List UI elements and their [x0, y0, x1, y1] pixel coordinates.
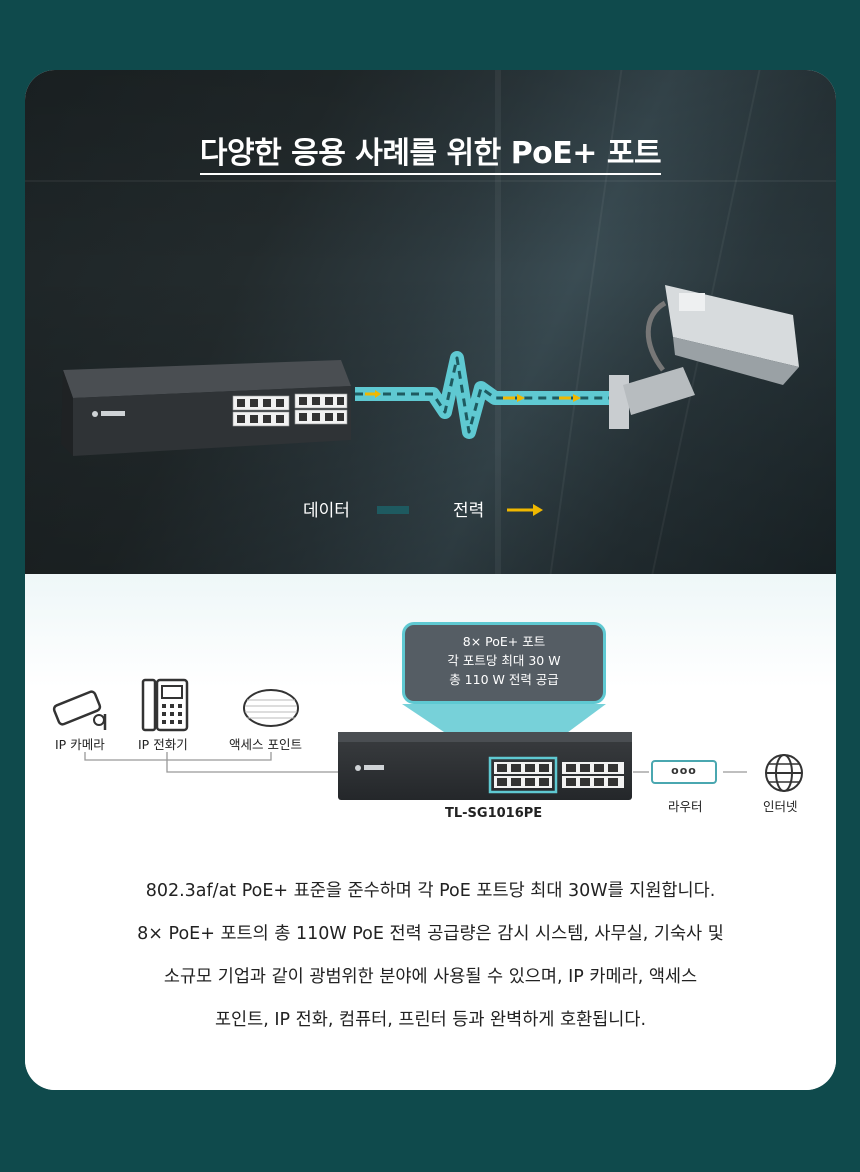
arrow-right-icon: [507, 504, 543, 516]
phone-icon: [141, 678, 189, 732]
legend-power-label: 전력: [453, 501, 485, 521]
main-card: 다양한 응용 사례를 위한 PoE+ 포트: [25, 70, 836, 1090]
legend-data-swatch: [377, 506, 409, 514]
device-label-router: 라우터: [668, 799, 703, 814]
access-point-icon: [243, 689, 299, 727]
model-name: TL-SG1016PE: [445, 806, 543, 821]
camera-icon: [52, 690, 107, 730]
connector-lines: [633, 771, 747, 773]
diagram-section: 8× PoE+ 포트 각 포트당 최대 30 W 총 110 W 전력 공급 I…: [25, 574, 836, 1090]
switch-icon: [338, 732, 632, 800]
tooltip-line-2: 각 포트당 최대 30 W: [447, 653, 561, 668]
description-line-4: 포인트, IP 전화, 컴퓨터, 프린터 등과 완벽하게 호환됩니다.: [214, 1010, 647, 1030]
description: 802.3af/at PoE+ 표준을 준수하며 각 PoE 포트당 최대 30…: [45, 870, 816, 1042]
hero-banner: 다양한 응용 사례를 위한 PoE+ 포트: [25, 70, 836, 574]
cable-illustration: [355, 351, 615, 439]
description-line-2: 8× PoE+ 포트의 총 110W PoE 전력 공급량은 감시 시스템, 사…: [137, 924, 724, 944]
tooltip-line-1: 8× PoE+ 포트: [462, 634, 546, 649]
switch-icon: [61, 360, 351, 456]
hero-title: 다양한 응용 사례를 위한 PoE+ 포트: [25, 128, 836, 175]
device-label-ip-phone: IP 전화기: [138, 737, 188, 752]
connector-lines: [84, 752, 339, 773]
camera-icon: [609, 285, 799, 429]
description-line-1: 802.3af/at PoE+ 표준을 준수하며 각 PoE 포트당 최대 30…: [145, 881, 716, 901]
device-label-access-point: 액세스 포인트: [229, 737, 302, 752]
tooltip-line-3: 총 110 W 전력 공급: [449, 672, 559, 687]
device-label-ip-camera: IP 카메라: [55, 737, 105, 752]
legend-data-label: 데이터: [303, 501, 350, 521]
device-label-internet: 인터넷: [763, 799, 798, 814]
poe-tooltip: 8× PoE+ 포트 각 포트당 최대 30 W 총 110 W 전력 공급: [402, 622, 606, 704]
description-line-3: 소규모 기업과 같이 광범위한 분야에 사용될 수 있으며, IP 카메라, 액…: [163, 967, 698, 987]
router-icon: ooo: [651, 760, 717, 784]
globe-icon: [765, 754, 803, 792]
router-dots: ooo: [671, 764, 697, 777]
